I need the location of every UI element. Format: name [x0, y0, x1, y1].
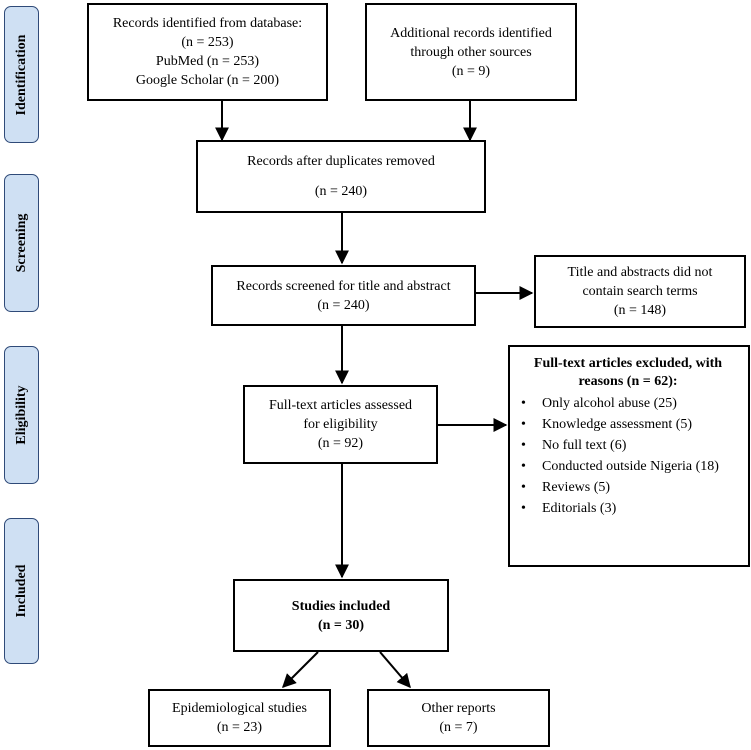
records-database-line-1: Records identified from database:: [112, 16, 303, 31]
epidemiological-line-2: (n = 23): [216, 720, 263, 735]
studies-included-line-2: (n = 30): [317, 617, 365, 633]
studies-included-line-1: Studies included: [291, 598, 391, 614]
stage-screening: Screening: [4, 174, 39, 312]
exclusion-reason: No full text (6): [518, 435, 719, 456]
screen-excluded-line-1: Title and abstracts did not: [567, 265, 713, 280]
screen-excluded-line-2: contain search terms: [582, 284, 698, 299]
exclusion-reason: Reviews (5): [518, 477, 719, 498]
records-database-line-2: (n = 253): [181, 35, 234, 50]
screened-line-1: Records screened for title and abstract: [236, 278, 451, 294]
epidemiological-line-1: Epidemiological studies: [172, 701, 307, 716]
arrow-included-to-epidemiological: [282, 651, 319, 688]
additional-records-box: Additional records identified through ot…: [365, 3, 577, 101]
studies-included-box: Studies included (n = 30): [233, 579, 449, 652]
screen-excluded-line-3: (n = 148): [613, 303, 667, 318]
screen-excluded-box: Title and abstracts did not contain sear…: [534, 255, 746, 328]
stage-eligibility: Eligibility: [4, 346, 39, 484]
fulltext-excluded-box: Full-text articles excluded, with reason…: [508, 345, 750, 567]
after-duplicates-line-1: Records after duplicates removed: [247, 154, 435, 170]
fulltext-assessed-box: Full-text articles assessed for eligibil…: [243, 385, 438, 464]
exclusion-reasons-list: Only alcohol abuse (25) Knowledge assess…: [518, 393, 719, 519]
stage-included: Included: [4, 518, 39, 664]
fulltext-assessed-line-1: Full-text articles assessed: [268, 398, 413, 413]
fulltext-excluded-title-line-1: Full-text articles excluded, with: [533, 356, 723, 371]
arrow-included-to-other: [379, 651, 411, 689]
additional-records-line-3: (n = 9): [451, 63, 491, 79]
records-database-box: Records identified from database: (n = 2…: [87, 3, 328, 101]
fulltext-assessed-line-3: (n = 92): [317, 436, 364, 451]
exclusion-reason: Editorials (3): [518, 498, 719, 519]
records-database-line-4: Google Scholar (n = 200): [135, 73, 280, 88]
fulltext-assessed-line-2: for eligibility: [303, 417, 378, 432]
other-reports-line-1: Other reports: [421, 701, 496, 716]
exclusion-reason: Knowledge assessment (5): [518, 414, 719, 435]
screened-line-2: (n = 240): [317, 297, 370, 313]
other-reports-line-2: (n = 7): [439, 720, 478, 735]
after-duplicates-line-2: (n = 240): [314, 183, 368, 199]
additional-records-line-2: through other sources: [410, 44, 532, 60]
screened-box: Records screened for title and abstract …: [211, 265, 476, 326]
after-duplicates-box: Records after duplicates removed (n = 24…: [196, 140, 486, 213]
stage-identification: Identification: [4, 6, 39, 143]
additional-records-line-1: Additional records identified: [390, 25, 552, 41]
other-reports-box: Other reports (n = 7): [367, 689, 550, 747]
records-database-line-3: PubMed (n = 253): [155, 54, 260, 69]
exclusion-reason: Only alcohol abuse (25): [518, 393, 719, 414]
fulltext-excluded-title-line-2: reasons (n = 62):: [578, 374, 678, 389]
epidemiological-box: Epidemiological studies (n = 23): [148, 689, 331, 747]
exclusion-reason: Conducted outside Nigeria (18): [518, 456, 719, 477]
